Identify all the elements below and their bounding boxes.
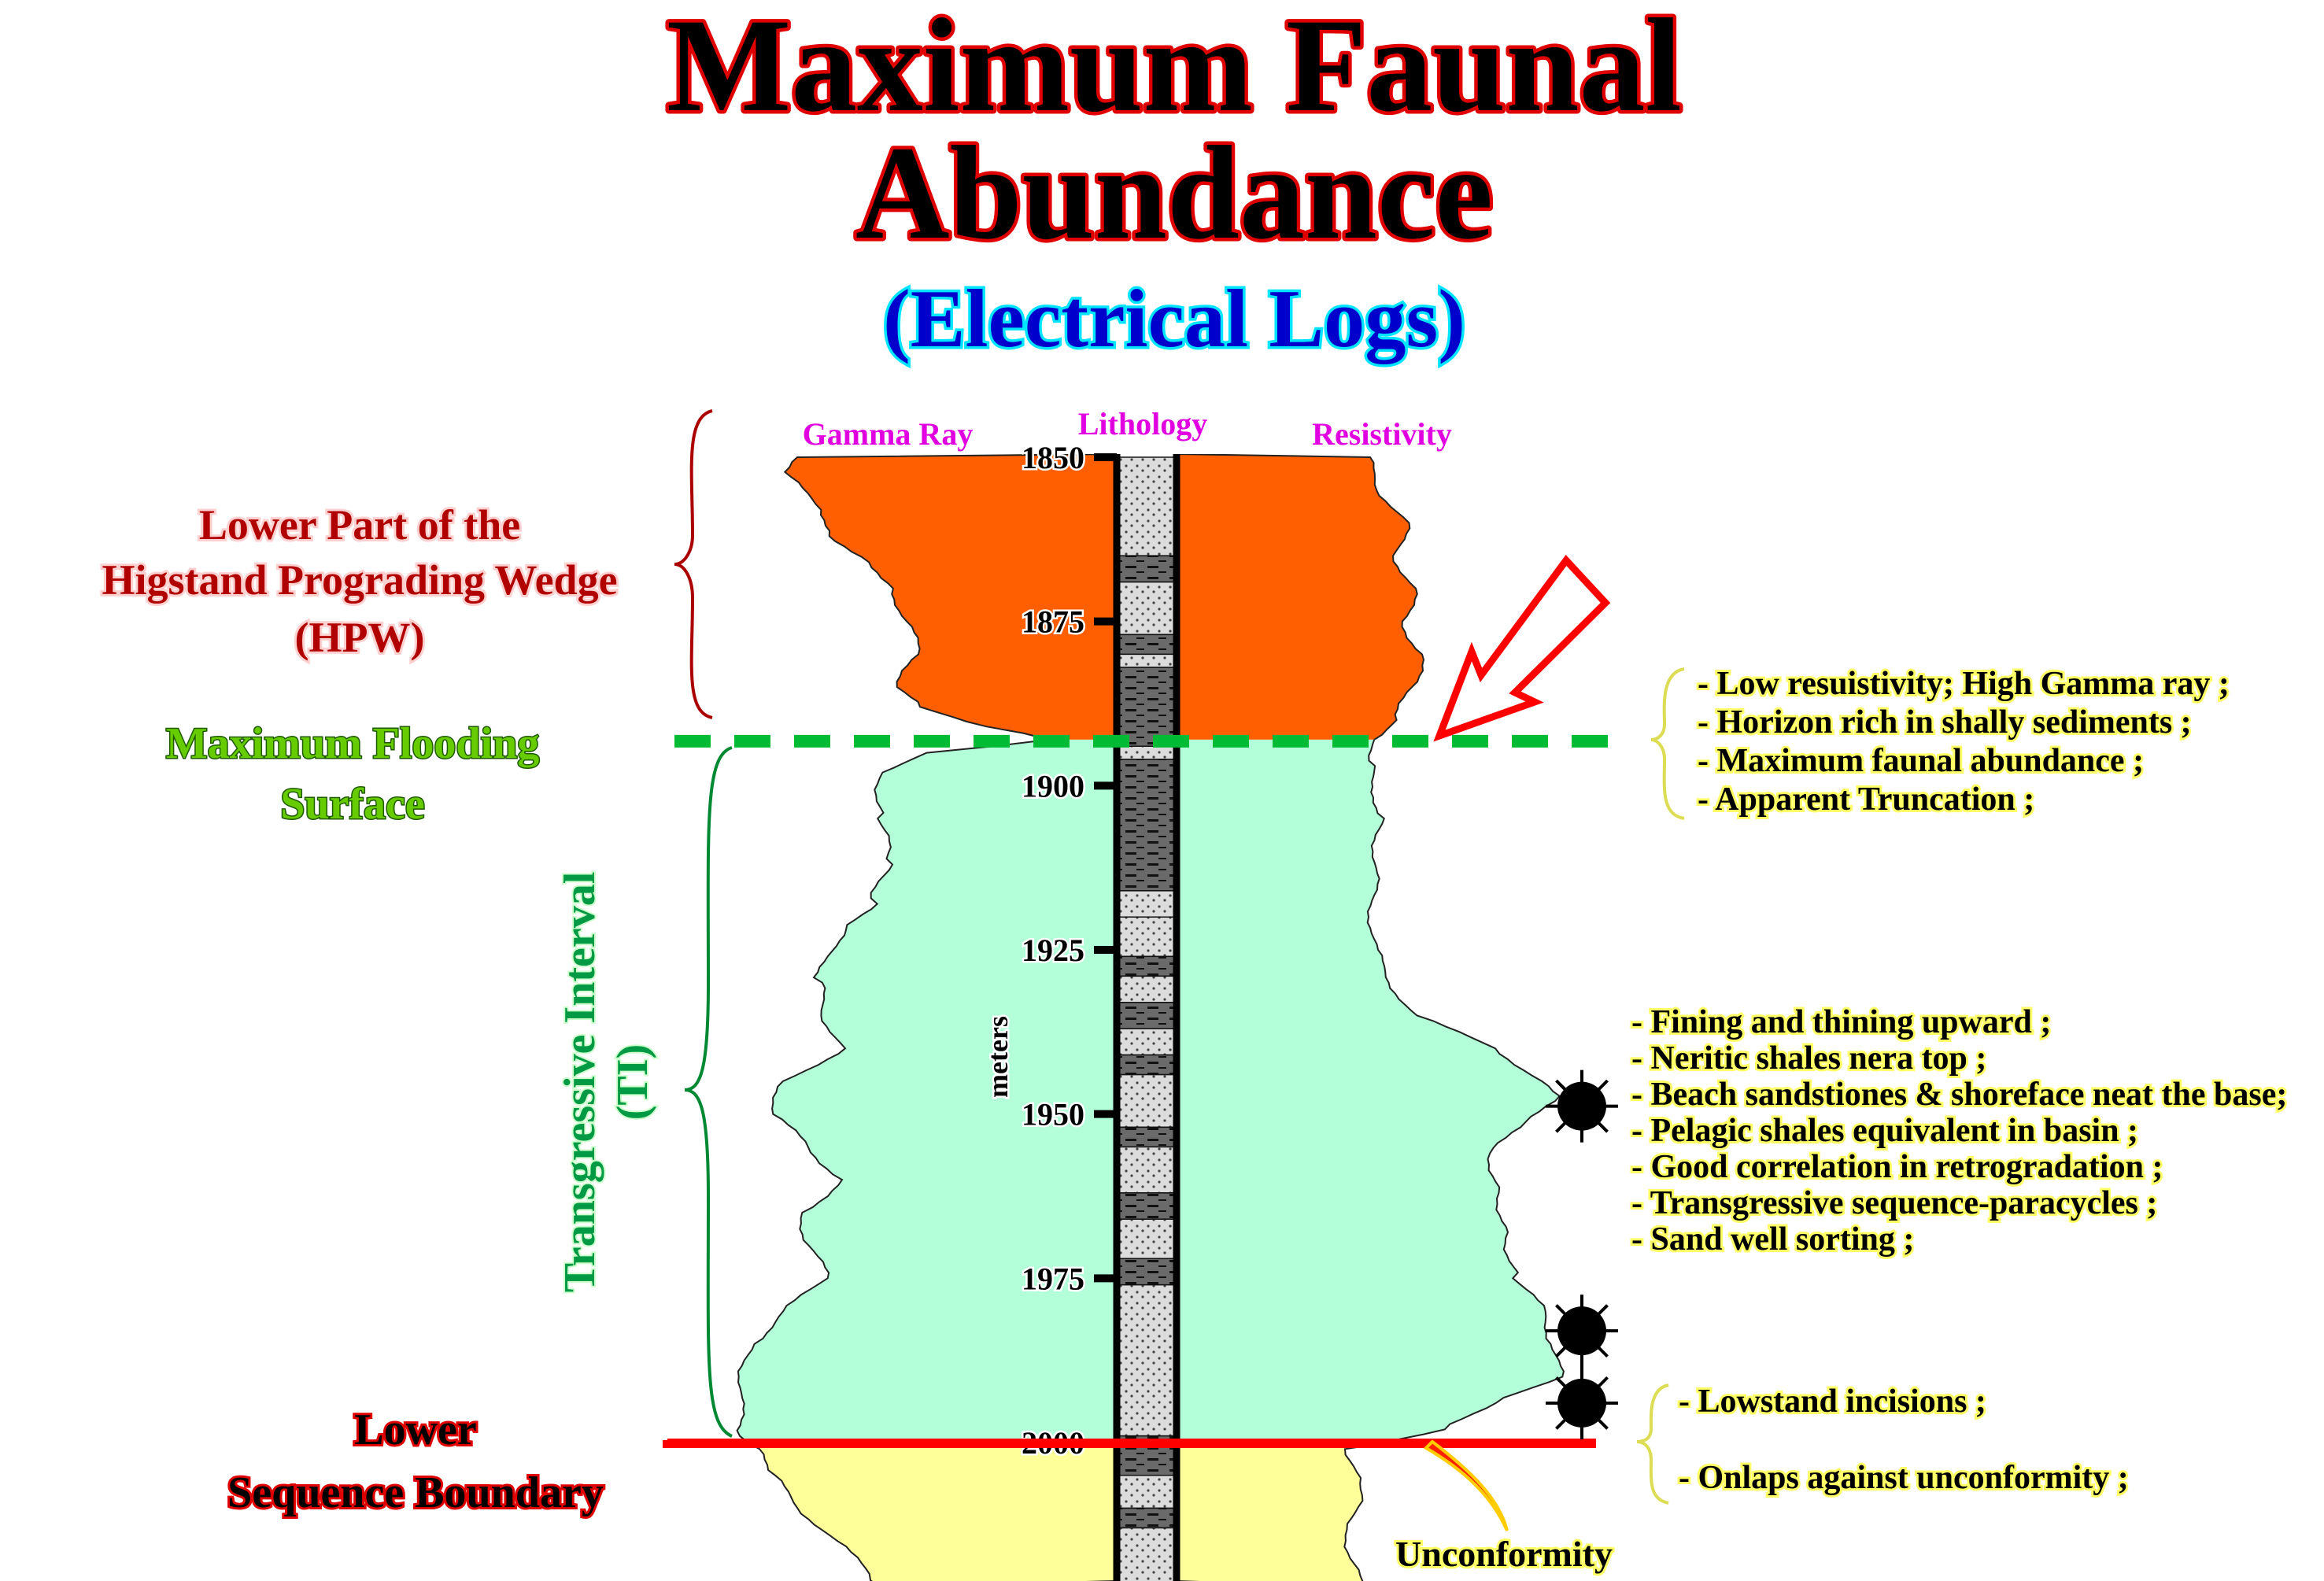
lithology-layer-shale xyxy=(1116,1054,1177,1076)
hpw-label-line2: Higstand Prograding Wedge xyxy=(102,556,617,604)
hpw-label: Lower Part of the Higstand Prograding We… xyxy=(99,499,619,663)
lithology-layer-sand xyxy=(1116,916,1177,958)
sb-label-line1: Lower xyxy=(354,1406,477,1454)
sun-symbols xyxy=(1546,1069,1618,1439)
lithology-layer-sand xyxy=(1116,1073,1177,1128)
lithology-layer-sand xyxy=(1116,1218,1177,1260)
title-line1: Maximum Faunal xyxy=(667,0,1682,139)
note-item: - Beach sandstiones & shoreface neat the… xyxy=(1631,1077,2287,1113)
mfs-label-line2: Surface xyxy=(280,780,425,829)
lithology-layer-shale xyxy=(1116,1126,1177,1148)
lithology-layer-shale xyxy=(1116,1002,1177,1029)
note-item: - Onlaps against unconformity ; xyxy=(1679,1460,2129,1496)
hpw-label-line1: Lower Part of the xyxy=(199,501,520,549)
gamma-ray-fill-hpw xyxy=(783,454,1118,740)
subtitle: (Electrical Logs) xyxy=(883,272,1465,364)
lithology-layer-shale xyxy=(1116,667,1177,748)
depth-tick-label: 1925 xyxy=(1022,933,1084,968)
note-item: - Apparent Truncation ; xyxy=(1698,781,2034,818)
lithology-layer-sand xyxy=(1116,653,1177,668)
note-item: - Maximum faunal abundance ; xyxy=(1698,743,2144,779)
lithology-layer-shale xyxy=(1116,1258,1177,1286)
note-item: - Sand well sorting ; xyxy=(1631,1221,1914,1258)
lithology-layer-shale xyxy=(1116,1192,1177,1220)
unconformity-pointer xyxy=(1423,1439,1509,1531)
lithology-layer-shale xyxy=(1116,1507,1177,1529)
sequence-boundary-line xyxy=(663,1439,1596,1448)
resistivity-label: Resistivity xyxy=(1312,416,1452,452)
note-item: - Transgressive sequence-paracycles ; xyxy=(1631,1185,2157,1221)
hpw-label-line3: (HPW) xyxy=(295,614,425,661)
sb-label-line2: Sequence Boundary xyxy=(227,1468,604,1517)
sun-symbol-icon xyxy=(1546,1366,1618,1439)
log-fills xyxy=(736,454,1565,1581)
lowstand-notes-brace xyxy=(1636,1383,1669,1505)
lithology-layer-shale xyxy=(1116,634,1177,656)
sun-symbol-icon xyxy=(1546,1069,1618,1143)
depth-tick-label: 1950 xyxy=(1022,1097,1084,1132)
note-item: - Lowstand incisions ; xyxy=(1679,1383,1986,1420)
lithology-layer-shale xyxy=(1116,955,1177,977)
surfaces xyxy=(663,734,1621,1448)
resistivity-fill-lowstand xyxy=(1176,1442,1388,1581)
mfs-notes-brace xyxy=(1650,667,1685,820)
lithology-layer-sand xyxy=(1116,890,1177,918)
mfs-label-line1: Maximum Flooding xyxy=(166,719,539,768)
note-item: - Neritic shales nera top ; xyxy=(1631,1040,1986,1077)
depth-tick-label: 1975 xyxy=(1022,1261,1084,1296)
note-item: - Fining and thining upward ; xyxy=(1631,1004,2051,1040)
lithology-layer-shale xyxy=(1116,759,1177,892)
depth-tick-label: 1900 xyxy=(1022,768,1084,803)
lowstand-notes: - Lowstand incisions ; - Onlaps against u… xyxy=(1676,1381,2131,1498)
lithology-layer-sand xyxy=(1116,1527,1177,1581)
gamma-ray-label: Gamma Ray xyxy=(803,416,974,452)
title-line2: Abundance xyxy=(855,119,1493,267)
lithology-layer-sand xyxy=(1116,456,1177,556)
lithology-layer-shale xyxy=(1116,555,1177,583)
lithology-layer-sand xyxy=(1116,1474,1177,1509)
ti-notes: - Fining and thining upward ;- Neritic s… xyxy=(1629,1002,2289,1260)
mfs-arrow-icon xyxy=(1433,554,1611,742)
note-item: - Horizon rich in shally sediments ; xyxy=(1698,704,2192,741)
ti-brace xyxy=(684,746,733,1438)
hpw-brace xyxy=(674,409,713,719)
sun-symbol-icon xyxy=(1546,1295,1618,1368)
note-item: - Good correlation in retrogradation ; xyxy=(1631,1149,2163,1185)
mfs-notes: - Low resuistivity; High Gamma ray ;- Ho… xyxy=(1695,663,2232,820)
lithology-layer-sand xyxy=(1116,1284,1177,1437)
resistivity-fill-ti xyxy=(1176,739,1565,1442)
gamma-ray-fill-lowstand xyxy=(746,1442,1118,1581)
depth-tick-label: 1850 xyxy=(1022,440,1084,475)
lithology-layer-sand xyxy=(1116,1028,1177,1056)
unconformity-label: Unconformity xyxy=(1395,1534,1613,1574)
lithology-layer-sand xyxy=(1116,745,1177,760)
ti-label-line2: (TI) xyxy=(608,1044,657,1120)
note-item: - Pelagic shales equivalent in basin ; xyxy=(1631,1113,2138,1149)
lithology-layer-sand xyxy=(1116,975,1177,1003)
lithology-column xyxy=(1113,454,1180,1581)
note-item: - Low resuistivity; High Gamma ray ; xyxy=(1698,666,2230,702)
depth-unit-label: meters xyxy=(982,1016,1014,1098)
lithology-layer-sand xyxy=(1116,1146,1177,1194)
resistivity-fill-hpw xyxy=(1176,454,1425,740)
lithology-label: Lithology xyxy=(1078,406,1207,441)
ti-label-line1: Transgressive Interval xyxy=(556,872,604,1293)
gamma-ray-fill-ti xyxy=(736,739,1118,1442)
lithology-layer-sand xyxy=(1116,581,1177,636)
depth-tick-label: 1875 xyxy=(1022,604,1084,640)
